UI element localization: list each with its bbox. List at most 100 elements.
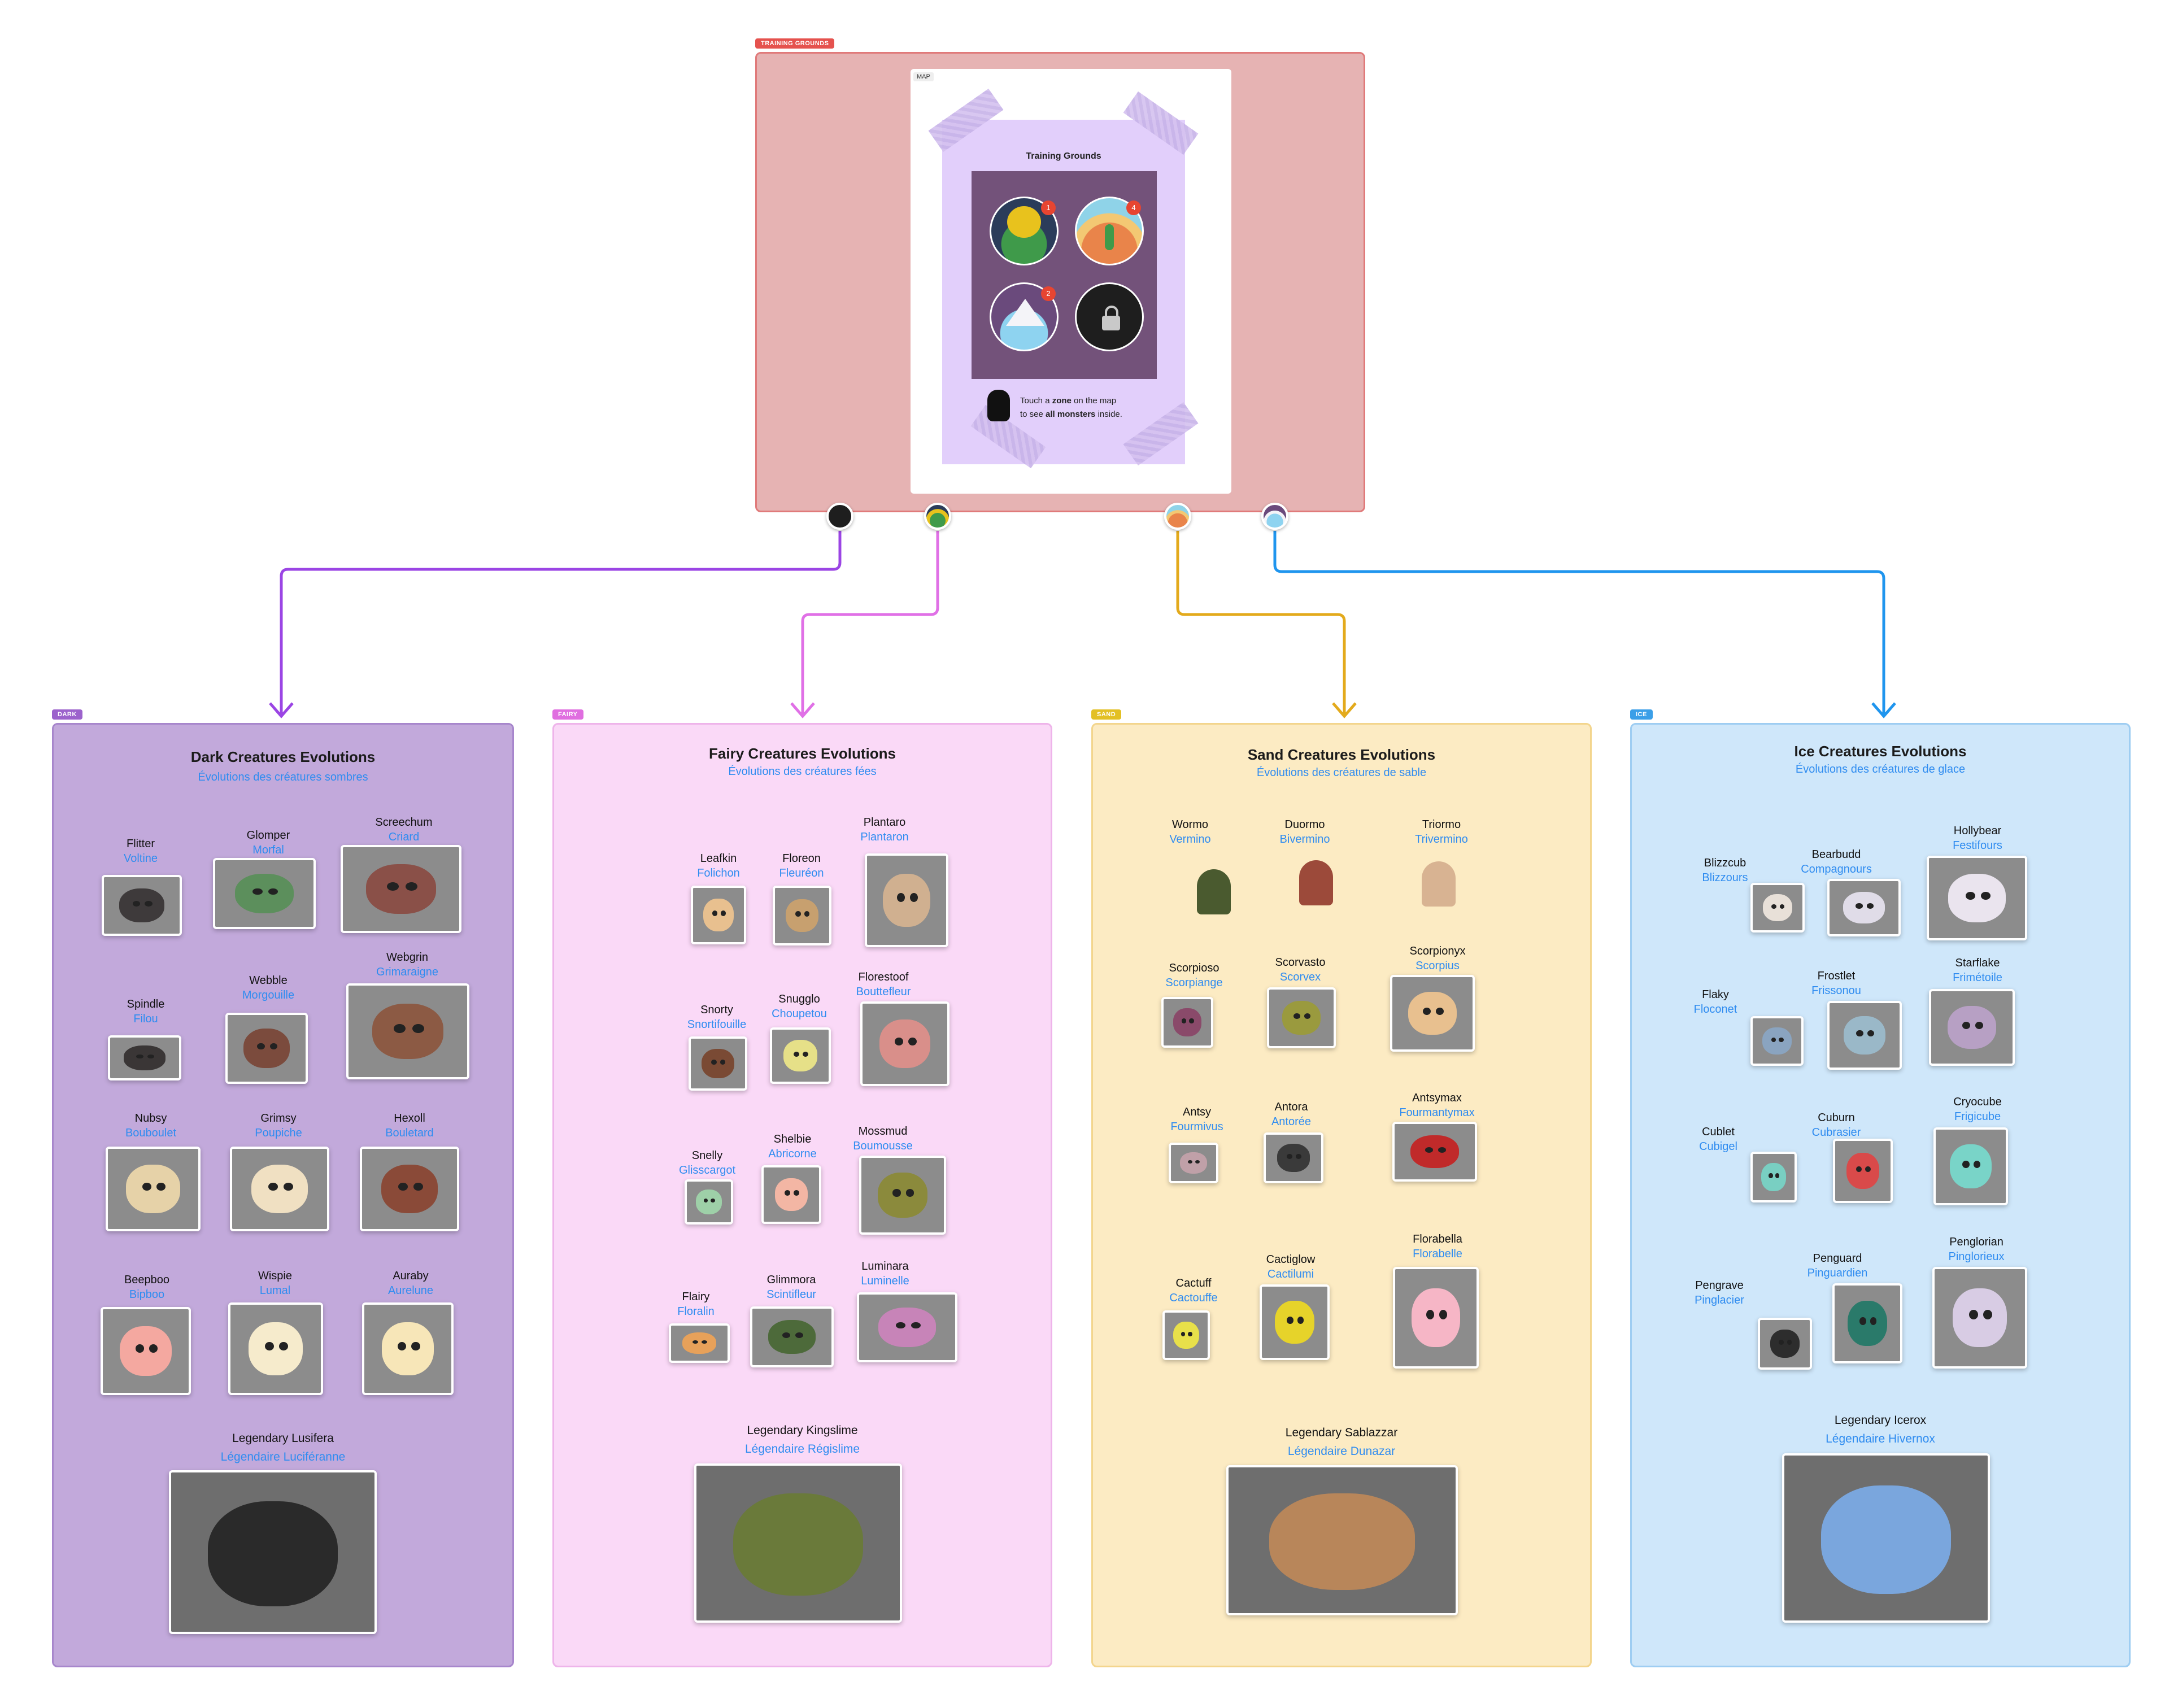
monster-illustration[interactable] bbox=[1410, 857, 1467, 908]
monster-card[interactable] bbox=[1390, 975, 1475, 1052]
zone-forest[interactable]: 1 bbox=[990, 197, 1059, 265]
monster-card[interactable] bbox=[859, 1156, 946, 1235]
monster-eye bbox=[1189, 1018, 1194, 1023]
monster-card[interactable] bbox=[228, 1302, 323, 1395]
monster-french-name: Pinglorieux bbox=[1948, 1250, 2005, 1263]
monster-illustration bbox=[682, 1332, 716, 1354]
legendary-card[interactable] bbox=[169, 1470, 377, 1634]
monster-card[interactable] bbox=[1932, 1267, 2027, 1369]
connector-node-ice[interactable] bbox=[1261, 503, 1288, 530]
monster-eye bbox=[1962, 1021, 1971, 1029]
monster-french-name: Pinglacier bbox=[1695, 1294, 1744, 1306]
monster-card[interactable] bbox=[225, 1013, 308, 1084]
monster-card[interactable] bbox=[1393, 1267, 1479, 1369]
monster-card[interactable] bbox=[1750, 883, 1805, 933]
monster-card[interactable] bbox=[106, 1147, 201, 1231]
monster-french-name: Fourmantymax bbox=[1399, 1106, 1475, 1119]
connector-node-locked[interactable] bbox=[826, 503, 853, 530]
monster-name: Antora bbox=[1274, 1101, 1308, 1113]
monster-card[interactable] bbox=[230, 1147, 329, 1231]
monster-card[interactable] bbox=[770, 1027, 831, 1084]
monster-card[interactable] bbox=[685, 1179, 733, 1225]
monster-card[interactable] bbox=[1827, 1001, 1902, 1070]
monster-card[interactable] bbox=[857, 1292, 957, 1362]
monster-eye bbox=[1859, 1317, 1866, 1325]
monster-card[interactable] bbox=[101, 1307, 191, 1395]
monster-card[interactable] bbox=[1264, 1132, 1323, 1183]
legendary-illustration bbox=[207, 1501, 338, 1606]
monster-card[interactable] bbox=[1750, 1016, 1804, 1066]
monster-card[interactable] bbox=[865, 853, 948, 947]
monster-eye bbox=[795, 911, 802, 917]
monster-card[interactable] bbox=[213, 858, 316, 929]
connector-node-desert[interactable] bbox=[1164, 503, 1191, 530]
monster-name: Screechum bbox=[375, 816, 433, 829]
monster-french-name: Luminelle bbox=[861, 1275, 909, 1287]
monster-eye bbox=[1769, 1173, 1773, 1178]
monster-card[interactable] bbox=[1827, 879, 1901, 936]
monster-card[interactable] bbox=[750, 1306, 834, 1367]
arrow-sand bbox=[1332, 702, 1357, 718]
monster-card[interactable] bbox=[108, 1035, 181, 1080]
monster-name: Flairy bbox=[682, 1291, 710, 1303]
monster-card[interactable] bbox=[860, 1001, 950, 1086]
monster-card[interactable] bbox=[102, 875, 182, 936]
monster-card[interactable] bbox=[1162, 1310, 1210, 1360]
legendary-card[interactable] bbox=[1226, 1465, 1458, 1615]
monster-card[interactable] bbox=[1833, 1139, 1893, 1203]
monster-eye bbox=[795, 1332, 803, 1338]
zone-ice[interactable]: 2 bbox=[990, 282, 1059, 351]
monster-card[interactable] bbox=[1750, 1152, 1797, 1202]
monster-card[interactable] bbox=[689, 1036, 747, 1091]
monster-eye bbox=[897, 893, 905, 903]
monster-illustration[interactable] bbox=[1288, 856, 1344, 907]
monster-name: Blizzcub bbox=[1704, 857, 1746, 869]
monster-eye bbox=[397, 1341, 406, 1351]
monster-card[interactable] bbox=[1927, 856, 2027, 940]
monster-card[interactable] bbox=[1267, 987, 1336, 1048]
monster-name: Cactiglow bbox=[1266, 1253, 1316, 1266]
zone-desert[interactable]: 4 bbox=[1075, 197, 1144, 265]
monster-illustration bbox=[695, 1190, 722, 1214]
monster-eye bbox=[1287, 1154, 1293, 1159]
monster-illustration bbox=[1953, 1288, 2007, 1347]
monster-card[interactable] bbox=[346, 983, 469, 1079]
zone-locked[interactable] bbox=[1075, 282, 1144, 351]
monster-french-name: Cubrasier bbox=[1811, 1126, 1861, 1139]
legendary-card[interactable] bbox=[694, 1463, 902, 1623]
monster-french-name: Scorvex bbox=[1279, 971, 1321, 983]
legendary-card[interactable] bbox=[1782, 1453, 1990, 1623]
fairy-title: Fairy Creatures Evolutions bbox=[709, 745, 896, 762]
monster-illustration[interactable] bbox=[1186, 865, 1242, 916]
connector-fairy bbox=[801, 531, 939, 714]
monster-card[interactable] bbox=[669, 1323, 730, 1363]
monster-card[interactable] bbox=[362, 1302, 454, 1395]
monster-card[interactable] bbox=[1169, 1143, 1218, 1183]
connector-ice bbox=[1273, 531, 1885, 714]
monster-eye bbox=[1867, 1030, 1875, 1037]
monster-illustration bbox=[1408, 991, 1457, 1035]
monster-card[interactable] bbox=[1758, 1318, 1812, 1370]
monster-card[interactable] bbox=[1260, 1284, 1330, 1360]
monster-card[interactable] bbox=[1929, 989, 2015, 1066]
worm-body bbox=[1422, 861, 1456, 907]
monster-illustration bbox=[1761, 1163, 1787, 1191]
monster-card[interactable] bbox=[761, 1165, 821, 1224]
monster-card[interactable] bbox=[1161, 997, 1213, 1048]
monster-card[interactable] bbox=[1933, 1127, 2008, 1205]
connector-node-forest[interactable] bbox=[924, 503, 951, 530]
monster-card[interactable] bbox=[1392, 1122, 1477, 1182]
monster-card[interactable] bbox=[691, 886, 746, 944]
monster-eye bbox=[892, 1189, 901, 1197]
monster-card[interactable] bbox=[360, 1147, 459, 1231]
monster-card[interactable] bbox=[1832, 1283, 1902, 1363]
ice-subtitle: Évolutions des créatures de glace bbox=[1795, 763, 1966, 775]
ice-title: Ice Creatures Evolutions bbox=[1794, 743, 1967, 760]
monster-card[interactable] bbox=[773, 886, 831, 945]
monster-eye bbox=[393, 1024, 406, 1034]
monster-card[interactable] bbox=[341, 845, 461, 933]
